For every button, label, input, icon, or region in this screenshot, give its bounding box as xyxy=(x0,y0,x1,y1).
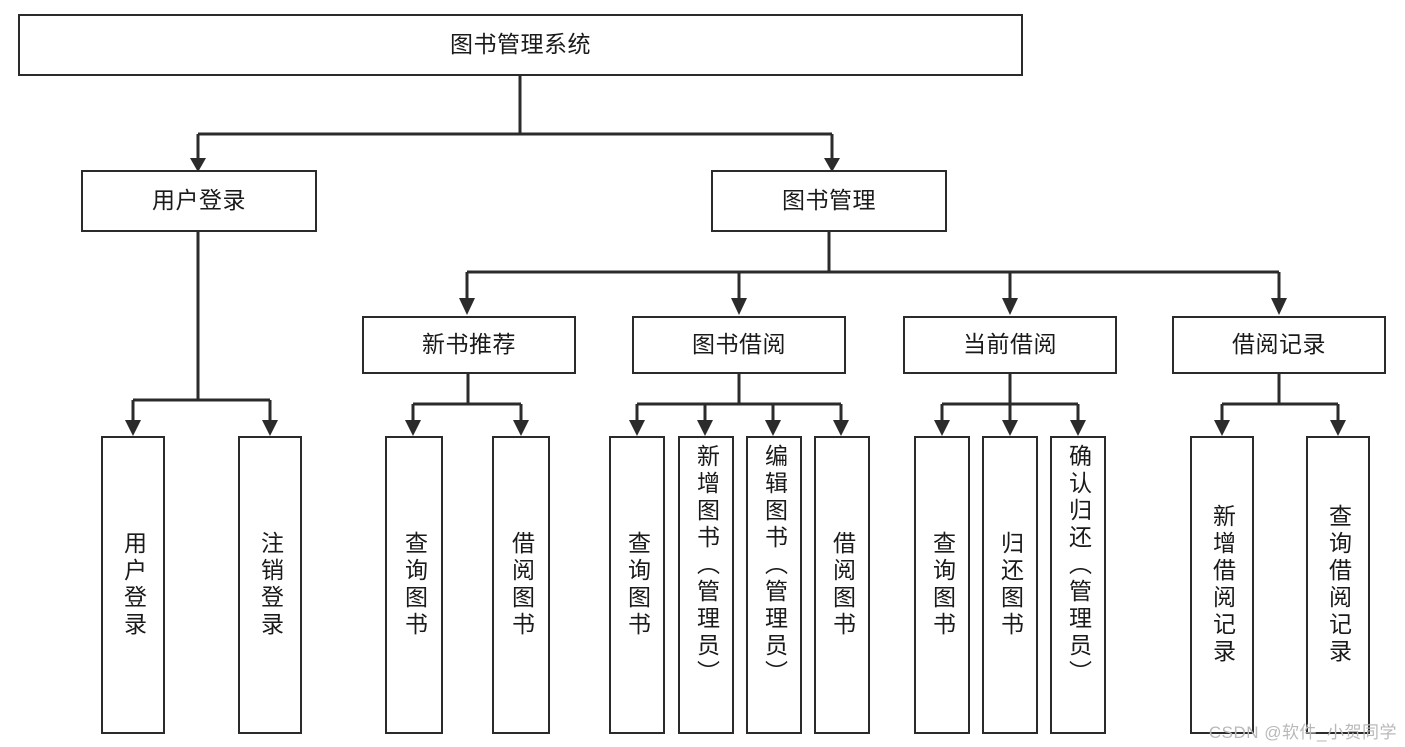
node-label: 新增借阅记录 xyxy=(1209,504,1236,666)
node-leaf-add-record[interactable]: 新增借阅记录 xyxy=(1190,436,1254,734)
node-current-borrow[interactable]: 当前借阅 xyxy=(903,316,1117,374)
arrowhead-leaf-query-book-3 xyxy=(934,420,950,436)
node-leaf-return-book[interactable]: 归还图书 xyxy=(982,436,1038,734)
node-label: 确认归还（管理员） xyxy=(1065,444,1092,687)
node-label: 新书推荐 xyxy=(422,331,516,358)
node-leaf-query-book-2[interactable]: 查询图书 xyxy=(609,436,665,734)
connector-new-book-recommend-to-leaves xyxy=(411,374,523,422)
node-label: 查询图书 xyxy=(624,531,651,639)
node-root-book-management-system[interactable]: 图书管理系统 xyxy=(18,14,1023,76)
node-label: 用户登录 xyxy=(152,187,246,214)
node-label: 当前借阅 xyxy=(963,331,1057,358)
node-label: 查询图书 xyxy=(929,531,956,639)
node-book-borrow[interactable]: 图书借阅 xyxy=(632,316,846,374)
node-label: 归还图书 xyxy=(997,531,1024,639)
arrowhead-borrow-record xyxy=(1271,298,1287,315)
node-label: 借阅图书 xyxy=(829,531,856,639)
node-label: 用户登录 xyxy=(120,531,147,639)
arrowhead-leaf-query-book-1 xyxy=(405,420,421,436)
node-leaf-edit-book[interactable]: 编辑图书（管理员） xyxy=(746,436,802,734)
connector-root-to-level1 xyxy=(196,76,834,158)
arrowhead-leaf-edit-book xyxy=(765,420,781,436)
arrowhead-leaf-user-login xyxy=(125,420,141,436)
arrowhead-leaf-query-record xyxy=(1330,420,1346,436)
connector-book-borrow-to-leaves xyxy=(635,374,843,422)
node-leaf-user-login[interactable]: 用户登录 xyxy=(101,436,165,734)
node-label: 查询借阅记录 xyxy=(1325,504,1352,666)
node-leaf-borrow-book-1[interactable]: 借阅图书 xyxy=(492,436,550,734)
arrowhead-leaf-add-book xyxy=(697,420,713,436)
node-book-manage[interactable]: 图书管理 xyxy=(711,170,947,232)
node-leaf-add-book[interactable]: 新增图书（管理员） xyxy=(678,436,734,734)
connector-borrow-record-to-leaves xyxy=(1220,374,1340,422)
arrowhead-leaf-logout xyxy=(262,420,278,436)
connector-book-manage-to-level2 xyxy=(465,232,1281,300)
arrowhead-leaf-confirm-return xyxy=(1070,420,1086,436)
arrowhead-leaf-add-record xyxy=(1214,420,1230,436)
node-label: 图书管理系统 xyxy=(450,31,591,58)
connector-user-login-to-leaves xyxy=(131,232,272,422)
node-leaf-logout[interactable]: 注销登录 xyxy=(238,436,302,734)
arrowhead-leaf-return-book xyxy=(1002,420,1018,436)
node-leaf-borrow-book-2[interactable]: 借阅图书 xyxy=(814,436,870,734)
node-leaf-query-record[interactable]: 查询借阅记录 xyxy=(1306,436,1370,734)
connector-current-borrow-to-leaves xyxy=(940,374,1080,422)
node-label: 图书管理 xyxy=(782,187,876,214)
arrowhead-book-borrow xyxy=(731,298,747,315)
csdn-watermark: CSDN @软件_小贺同学 xyxy=(1208,723,1397,742)
node-label: 编辑图书（管理员） xyxy=(761,444,788,687)
arrowhead-leaf-borrow-book-1 xyxy=(513,420,529,436)
arrowhead-leaf-query-book-2 xyxy=(629,420,645,436)
node-new-book-recommend[interactable]: 新书推荐 xyxy=(362,316,576,374)
node-borrow-record[interactable]: 借阅记录 xyxy=(1172,316,1386,374)
node-label: 图书借阅 xyxy=(692,331,786,358)
node-leaf-query-book-3[interactable]: 查询图书 xyxy=(914,436,970,734)
arrowhead-current-borrow xyxy=(1002,298,1018,315)
arrowhead-new-book-recommend xyxy=(459,298,475,315)
node-label: 注销登录 xyxy=(257,531,284,639)
node-label: 新增图书（管理员） xyxy=(693,444,720,687)
node-user-login[interactable]: 用户登录 xyxy=(81,170,317,232)
node-label: 借阅图书 xyxy=(508,531,535,639)
arrowhead-leaf-borrow-book-2 xyxy=(833,420,849,436)
node-label: 借阅记录 xyxy=(1232,331,1326,358)
node-leaf-query-book-1[interactable]: 查询图书 xyxy=(385,436,443,734)
node-label: 查询图书 xyxy=(401,531,428,639)
node-leaf-confirm-return[interactable]: 确认归还（管理员） xyxy=(1050,436,1106,734)
